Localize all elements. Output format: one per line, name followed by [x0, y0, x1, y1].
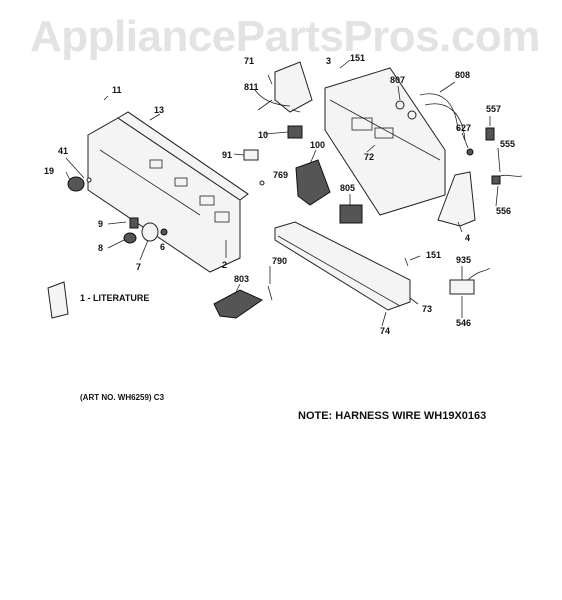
washer-807b — [407, 110, 417, 120]
callout-6: 6 — [160, 242, 165, 252]
screw-790 — [267, 285, 273, 301]
backsplash-panel — [324, 67, 446, 216]
bracket — [274, 61, 313, 113]
callout-151-bottom: 151 — [426, 250, 441, 260]
screw-769 — [259, 180, 265, 186]
callout-41: 41 — [58, 146, 68, 156]
valve — [339, 204, 363, 224]
callout-8: 8 — [98, 243, 103, 253]
callouts: 11 13 41 19 9 8 6 7 2 71 3 811 10 91 100… — [44, 53, 515, 336]
watermark: AppliancePartsPros.com — [30, 12, 540, 61]
callout-557: 557 — [486, 104, 501, 114]
callout-2: 2 — [222, 260, 227, 270]
callout-4: 4 — [465, 233, 470, 243]
literature-booklet — [47, 281, 69, 319]
callout-91: 91 — [222, 150, 232, 160]
fill-hose-a — [419, 93, 459, 131]
lower-panel — [274, 221, 411, 311]
callout-10: 10 — [258, 130, 268, 140]
leader-lines — [65, 59, 501, 327]
callout-11: 11 — [112, 85, 122, 95]
callout-19: 19 — [44, 166, 54, 176]
fill-hose-b — [424, 103, 466, 141]
callout-100: 100 — [310, 140, 325, 150]
callout-811: 811 — [244, 82, 259, 92]
callout-7: 7 — [136, 262, 141, 272]
callout-151-top: 151 — [350, 53, 365, 63]
switch — [287, 125, 303, 139]
washer-807a — [395, 100, 405, 110]
literature-label: 1 - LITERATURE — [80, 293, 150, 303]
end-cap — [437, 171, 476, 227]
sensor-557 — [485, 127, 495, 141]
button-part — [129, 217, 139, 229]
dispenser — [213, 289, 264, 319]
harness-note: NOTE: HARNESS WIRE WH19X0163 — [298, 410, 487, 422]
callout-74: 74 — [380, 326, 390, 336]
knob — [67, 176, 92, 192]
part-556 — [491, 175, 501, 185]
callout-556: 556 — [496, 206, 511, 216]
knob-small — [123, 232, 137, 244]
part-627 — [466, 148, 474, 156]
callout-73: 73 — [422, 304, 432, 314]
control-panel — [87, 111, 249, 273]
callout-805: 805 — [340, 183, 355, 193]
knob-dial — [141, 222, 159, 242]
callout-546: 546 — [456, 318, 471, 328]
harness-wires — [467, 267, 491, 281]
clip — [243, 149, 259, 161]
screw-151b — [404, 257, 409, 267]
callout-807: 807 — [390, 75, 405, 85]
callout-803: 803 — [234, 274, 249, 284]
callout-808: 808 — [455, 70, 470, 80]
callout-3: 3 — [326, 56, 331, 66]
callout-13: 13 — [154, 105, 164, 115]
screw — [160, 228, 168, 236]
callout-790: 790 — [272, 256, 287, 266]
callout-627: 627 — [456, 123, 471, 133]
callout-72: 72 — [364, 152, 374, 162]
timer — [295, 159, 331, 206]
harness-connector — [449, 279, 475, 295]
callout-769: 769 — [273, 170, 288, 180]
art-number: (ART NO. WH6259) C3 — [80, 393, 165, 402]
callout-9: 9 — [98, 219, 103, 229]
callout-935: 935 — [456, 255, 471, 265]
callout-71: 71 — [244, 56, 254, 66]
callout-555: 555 — [500, 139, 515, 149]
